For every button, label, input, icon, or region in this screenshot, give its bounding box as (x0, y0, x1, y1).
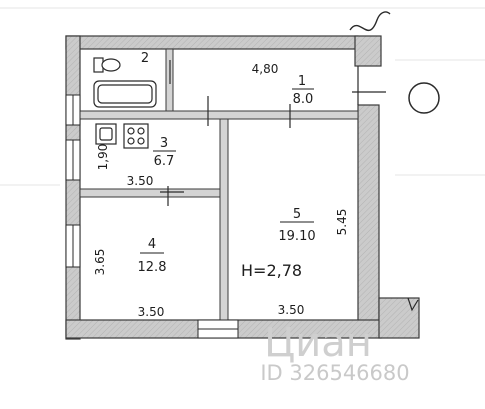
dimension-kitchen-width: 3.50 (127, 174, 154, 188)
room-4-number: 4 (148, 237, 156, 252)
dimension-room5-height: 5.45 (335, 209, 349, 236)
room-1-number: 1 (298, 74, 306, 89)
compass-circle-icon (408, 82, 440, 114)
ceiling-height-label: H=2,78 (241, 261, 302, 280)
wall-break-bottom-icon (407, 297, 419, 312)
room-3-number: 3 (160, 136, 168, 151)
room-5-number: 5 (293, 207, 301, 222)
windows (65, 94, 239, 339)
watermark-brand: Циан (264, 320, 372, 366)
room-4-area: 12.8 (138, 260, 167, 275)
room-2-number: 2 (141, 51, 149, 66)
room-3-area: 6.7 (154, 154, 175, 169)
watermark-listing-id: ID 326546680 (260, 361, 409, 385)
bathtub-icon (93, 80, 157, 108)
dimension-hall-length: 4,80 (252, 62, 279, 76)
sink-icon (95, 123, 117, 145)
dimension-room4-height: 3.65 (93, 249, 107, 276)
wall-break-icon (349, 11, 391, 32)
background-lines (0, 7, 485, 186)
room-1-area: 8.0 (293, 92, 314, 107)
room-5-area: 19.10 (278, 229, 315, 244)
doors (160, 60, 386, 206)
dimension-room5-width: 3.50 (278, 303, 305, 317)
stove-icon (123, 123, 149, 149)
toilet-icon (93, 57, 121, 73)
dimension-bath-height: 1,90 (96, 144, 110, 171)
dimension-room4-width: 3.50 (138, 305, 165, 319)
